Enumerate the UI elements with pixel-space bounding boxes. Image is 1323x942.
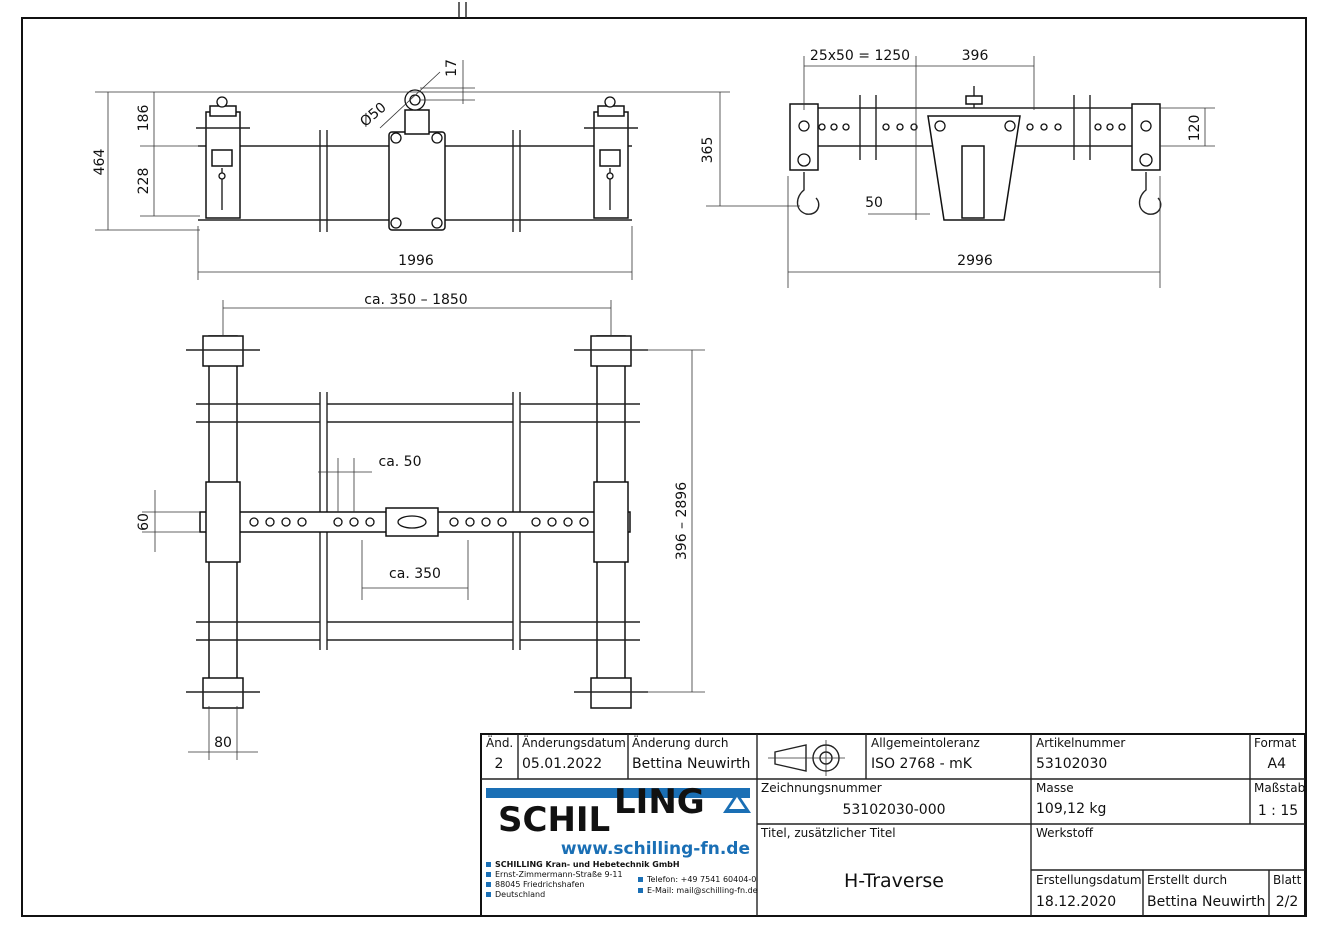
front-view (706, 56, 1215, 288)
dim-spread: ca. 350 – 1850 (364, 292, 467, 308)
val-article: 53102030 (1036, 756, 1107, 772)
dim-pitch: 25x50 = 1250 (810, 48, 910, 64)
side-view-dimensions: 464 186 228 17 Ø50 1996 (92, 59, 460, 269)
company-street: Ernst-Zimmermann-Straße 9-11 (495, 870, 623, 879)
dim-offset: 396 (962, 48, 989, 64)
front-hole-row (818, 123, 1126, 131)
dim-lower: 228 (136, 168, 152, 195)
val-mass: 109,12 kg (1036, 801, 1106, 817)
side-view (95, 60, 730, 280)
dim-hole-pitch: ca. 50 (379, 454, 422, 470)
dim-height-total: 464 (92, 149, 108, 176)
logo-right-text: LING (614, 782, 705, 822)
dim-eye-diameter: Ø50 (357, 100, 389, 131)
title-block-text: Änd. Änderungsdatum Änderung durch Allge… (486, 735, 1305, 910)
val-drawing-no: 53102030-000 (842, 802, 945, 818)
val-scale: 1 : 15 (1258, 803, 1298, 819)
plan-hole-row (249, 517, 589, 527)
company-website[interactable]: www.schilling-fn.de (561, 839, 750, 859)
hdr-created-by: Erstellt durch (1147, 873, 1227, 887)
val-created-by: Bettina Neuwirth (1147, 894, 1265, 910)
dim-center-spread: ca. 350 (389, 566, 441, 582)
company-name: SCHILLING Kran- und Hebetechnik GmbH (495, 860, 680, 869)
dim-beam-height: 120 (1187, 115, 1203, 142)
front-view-dimensions: 25x50 = 1250 396 365 120 50 2996 (700, 48, 1203, 269)
title-block (480, 733, 1306, 917)
dim-eye-thickness: 17 (444, 59, 460, 77)
val-change-by: Bettina Neuwirth (632, 756, 750, 772)
company-phone: Telefon: +49 7541 60404-0 (646, 875, 756, 884)
hdr-created-date: Erstellungsdatum (1036, 873, 1142, 887)
hdr-material: Werkstoff (1036, 826, 1094, 840)
hdr-mass: Masse (1036, 781, 1074, 795)
hdr-scale: Maßstab (1254, 781, 1305, 795)
dim-front-width: 2996 (957, 253, 993, 269)
hdr-tolerance: Allgemeintoleranz (871, 736, 980, 750)
projection-symbol-icon (768, 740, 845, 776)
hdr-title: Titel, zusätzlicher Titel (760, 826, 896, 840)
dim-beam-width: 60 (136, 513, 152, 531)
plan-view (142, 300, 705, 760)
dim-upper: 186 (136, 105, 152, 132)
val-change-date: 05.01.2022 (522, 756, 602, 772)
company-email[interactable]: E-Mail: mail@schilling-fn.de (647, 886, 758, 895)
hdr-change-by: Änderung durch (632, 735, 729, 750)
dim-hook-height: 365 (700, 137, 716, 164)
company-logo: SCHIL LING www.schilling-fn.de SCHILLING… (486, 782, 758, 899)
hdr-drawing-no: Zeichnungsnummer (761, 781, 882, 795)
plan-view-dimensions: ca. 350 – 1850 ca. 50 ca. 350 60 80 396 … (136, 292, 690, 751)
logo-left-text: SCHIL (498, 800, 610, 840)
val-title: H-Traverse (844, 870, 944, 892)
dim-leg-width: 80 (214, 735, 232, 751)
hdr-sheet: Blatt (1273, 873, 1302, 887)
dim-side-width: 1996 (398, 253, 434, 269)
hdr-article: Artikelnummer (1036, 736, 1125, 750)
hdr-change-date: Änderungsdatum (522, 735, 626, 750)
val-format: A4 (1268, 756, 1287, 772)
hdr-rev: Änd. (486, 735, 513, 750)
hdr-format: Format (1254, 736, 1297, 750)
val-tolerance: ISO 2768 - mK (871, 756, 973, 772)
val-created-date: 18.12.2020 (1036, 894, 1116, 910)
company-city: 88045 Friedrichshafen (495, 880, 584, 889)
dim-range: 396 – 2896 (674, 482, 690, 560)
val-rev: 2 (495, 756, 504, 772)
val-sheet: 2/2 (1276, 894, 1299, 910)
dim-step: 50 (865, 195, 883, 211)
company-country: Deutschland (495, 890, 545, 899)
